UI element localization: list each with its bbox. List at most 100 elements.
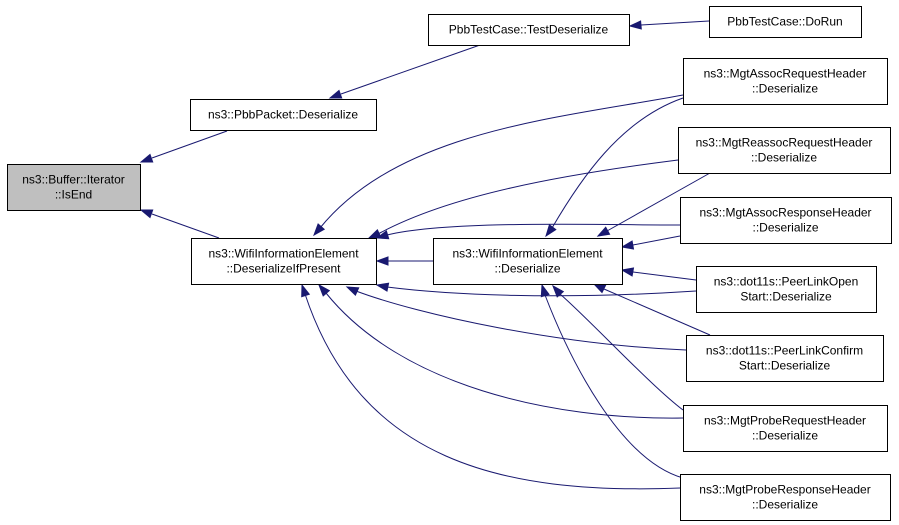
- edge-line: [559, 293, 684, 411]
- node-box: [686, 335, 884, 382]
- node-reassocreq[interactable]: ns3::MgtReassocRequestHeader::Deserializ…: [678, 127, 891, 174]
- node-dorun[interactable]: PbbTestCase::DoRun: [709, 6, 862, 38]
- edge-line: [632, 271, 697, 281]
- edge-line: [544, 294, 684, 479]
- node-box: [678, 127, 891, 174]
- edge-testdeser-to-pbbpacket: [328, 44, 481, 99]
- node-label: PbbTestCase::TestDeserialize: [449, 23, 609, 37]
- edge-probereq-to-wifideser: [552, 284, 684, 411]
- node-label: ns3::WifiInformationElement: [208, 247, 359, 261]
- arrowhead-icon: [301, 283, 311, 298]
- node-proberesp[interactable]: ns3::MgtProbeResponseHeader::Deserialize: [680, 474, 891, 521]
- edge-line: [632, 235, 681, 246]
- arrowhead-icon: [367, 229, 382, 239]
- arrowhead-icon: [628, 20, 642, 30]
- edge-line: [319, 94, 684, 229]
- node-assocresp[interactable]: ns3::MgtAssocResponseHeader::Deserialize: [680, 197, 892, 244]
- edge-pbbpacket-to-isend: [139, 130, 228, 163]
- edge-wifideser-to-wifiifpresent: [375, 256, 433, 266]
- arrowhead-icon: [596, 226, 611, 237]
- node-label: ::Deserialize: [752, 221, 818, 235]
- edge-line: [304, 293, 681, 490]
- node-label: ns3::dot11s::PeerLinkOpen: [714, 275, 859, 289]
- arrowhead-icon: [620, 267, 635, 277]
- arrowhead-icon: [545, 223, 557, 238]
- node-box: [191, 238, 377, 285]
- edge-assocresp-to-wifideser: [620, 235, 681, 250]
- edge-line: [151, 130, 228, 159]
- node-box: [680, 197, 892, 244]
- node-label: Start::Deserialize: [739, 359, 831, 373]
- node-label: ns3::MgtAssocResponseHeader: [699, 206, 871, 220]
- node-label: ::Deserialize: [494, 262, 560, 276]
- edge-line: [606, 172, 711, 232]
- node-box: [696, 266, 877, 313]
- arrowhead-icon: [375, 230, 390, 240]
- edge-proberesp-to-wifiifpresent: [301, 283, 681, 490]
- edge-peerconfirm-to-wifiifpresent: [345, 286, 687, 351]
- edge-dorun-to-testdeser: [628, 20, 710, 30]
- node-box: [428, 14, 630, 46]
- node-label: ::Deserialize: [752, 82, 818, 96]
- arrowhead-icon: [328, 89, 343, 99]
- arrowhead-icon: [552, 284, 565, 298]
- arrowhead-icon: [620, 240, 635, 250]
- edge-line: [151, 213, 220, 239]
- node-box: [433, 238, 623, 285]
- edge-assocreq-to-wifiifpresent: [313, 94, 684, 237]
- edge-probereq-to-wifiifpresent: [318, 283, 684, 419]
- node-label: ns3::PbbPacket::Deserialize: [208, 108, 358, 122]
- edge-line: [325, 292, 684, 419]
- edge-peeropen-to-wifideser: [620, 267, 697, 281]
- arrowhead-icon: [375, 256, 389, 266]
- node-label: ns3::MgtProbeResponseHeader: [699, 483, 870, 497]
- edge-assocreq-to-wifideser: [545, 97, 684, 238]
- arrowhead-icon: [345, 286, 360, 296]
- edge-proberesp-to-wifideser: [540, 283, 684, 479]
- arrowhead-icon: [540, 283, 550, 298]
- edge-line: [386, 286, 697, 297]
- node-probereq[interactable]: ns3::MgtProbeRequestHeader::Deserialize: [683, 405, 888, 452]
- edge-line: [340, 44, 481, 95]
- edge-assocresp-to-wifiifpresent: [375, 223, 681, 240]
- node-label: Start::Deserialize: [740, 290, 832, 304]
- arrowhead-icon: [139, 153, 154, 163]
- arrowhead-icon: [313, 223, 326, 237]
- node-box: [683, 58, 888, 105]
- edge-peerconfirm-to-wifideser: [592, 283, 711, 336]
- node-label: ::Deserialize: [752, 429, 818, 443]
- edge-line: [551, 97, 684, 229]
- node-label: ns3::Buffer::Iterator: [22, 173, 125, 187]
- node-box: [683, 405, 888, 452]
- node-box: [190, 99, 377, 131]
- node-assocreq[interactable]: ns3::MgtAssocRequestHeader::Deserialize: [683, 58, 888, 105]
- node-box: [709, 6, 862, 38]
- node-label: ns3::WifiInformationElement: [452, 247, 603, 261]
- arrowhead-icon: [592, 283, 607, 294]
- node-box: [680, 474, 891, 521]
- edge-peeropen-to-wifiifpresent: [375, 282, 697, 297]
- nodes-layer: ns3::Buffer::Iterator::IsEnd ns3::PbbPack…: [7, 6, 892, 521]
- node-peerconfirm[interactable]: ns3::dot11s::PeerLinkConfirmStart::Deser…: [686, 335, 884, 382]
- node-box: [7, 164, 141, 211]
- arrowhead-icon: [139, 209, 154, 219]
- node-isend: ns3::Buffer::Iterator::IsEnd: [7, 164, 141, 211]
- node-testdeser[interactable]: PbbTestCase::TestDeserialize: [428, 14, 630, 46]
- edge-line: [640, 20, 710, 26]
- node-wifiifpresent[interactable]: ns3::WifiInformationElement::Deserialize…: [191, 238, 377, 285]
- edges-layer: [139, 20, 711, 490]
- edge-line: [386, 223, 681, 236]
- edge-reassocreq-to-wifideser: [596, 172, 711, 237]
- arrowhead-icon: [375, 282, 390, 292]
- node-peeropen[interactable]: ns3::dot11s::PeerLinkOpenStart::Deserial…: [696, 266, 877, 313]
- node-pbbpacket[interactable]: ns3::PbbPacket::Deserialize: [190, 99, 377, 131]
- node-label: ns3::MgtProbeRequestHeader: [704, 414, 866, 428]
- edge-line: [377, 159, 679, 235]
- node-label: ::Deserialize: [752, 498, 818, 512]
- edge-line: [355, 290, 687, 351]
- node-wifideser[interactable]: ns3::WifiInformationElement::Deserialize: [433, 238, 623, 285]
- edge-wifiifpresent-to-isend: [139, 209, 220, 239]
- node-label: ::DeserializeIfPresent: [226, 262, 341, 276]
- node-label: ns3::MgtReassocRequestHeader: [696, 136, 873, 150]
